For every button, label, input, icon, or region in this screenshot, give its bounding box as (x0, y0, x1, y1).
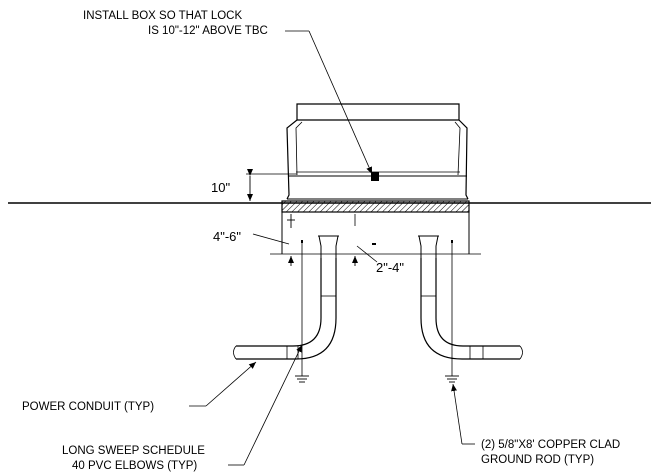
elbows-callout: LONG SWEEP SCHEDULE 40 PVC ELBOWS (TYP) (62, 344, 303, 472)
lock-icon (371, 172, 379, 181)
dimension-10-label: 10" (211, 180, 230, 195)
elbows-label-line2: 40 PVC ELBOWS (TYP) (72, 460, 197, 472)
install-box-callout: INSTALL BOX SO THAT LOCK IS 10"-12" ABOV… (83, 10, 373, 175)
excavation-outline (270, 211, 481, 255)
power-conduit-callout: POWER CONDUIT (TYP) (22, 361, 257, 413)
right-conduit (418, 235, 523, 360)
dimension-4-6-inch: 4"-6" (213, 214, 295, 266)
dimension-2-4-label: 2"-4" (376, 260, 404, 275)
left-conduit (233, 235, 339, 360)
install-note-line1: INSTALL BOX SO THAT LOCK (83, 10, 242, 22)
concrete-pad (281, 200, 470, 213)
elbows-label-line1: LONG SWEEP SCHEDULE (62, 445, 205, 457)
ground-rod-left (295, 240, 309, 383)
ground-rod-right (445, 240, 459, 383)
ground-rod-label-line1: (2) 5/8"X8' COPPER CLAD (481, 439, 620, 451)
dimension-10-inch: 10" (211, 169, 297, 201)
power-conduit-label: POWER CONDUIT (TYP) (22, 401, 154, 413)
dimension-2-4-inch: 2"-4" (352, 245, 404, 275)
dimension-4-6-label: 4"-6" (213, 229, 241, 244)
ground-rod-label-line2: GROUND ROD (TYP) (481, 454, 594, 466)
ground-rod-callout: (2) 5/8"X8' COPPER CLAD GROUND ROD (TYP) (451, 383, 620, 466)
enclosure-box (286, 103, 469, 200)
install-note-line2: IS 10"-12" ABOVE TBC (148, 25, 268, 37)
